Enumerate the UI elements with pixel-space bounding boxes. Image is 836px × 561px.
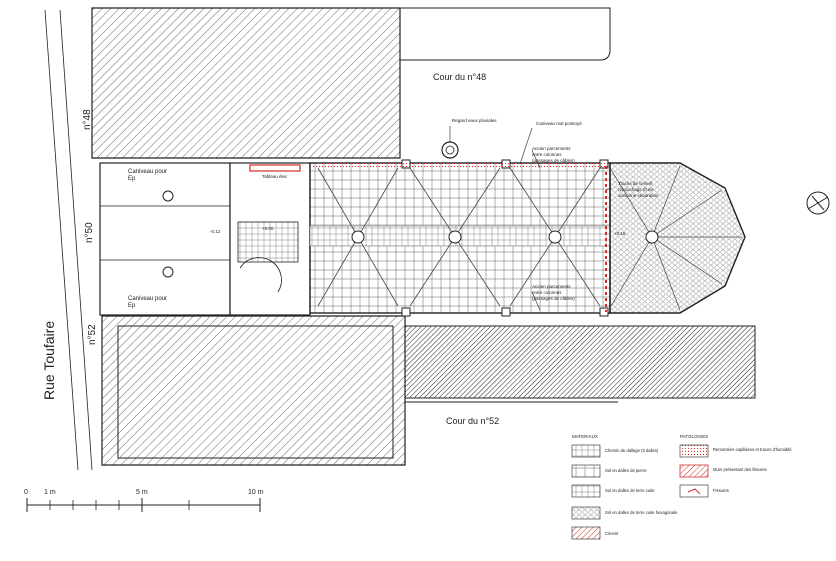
scale-label-10m: 10 m [248,489,264,496]
building-52 [101,315,406,466]
street-number-48: n°48 [82,109,93,130]
annotation-caniveau-bottom-1: Caniveau pour [128,296,167,302]
scale-bar: 0 1 m 5 m 10 m [24,489,264,512]
annotation-traces-2: rebouchage d'une [618,187,654,192]
annotation-traces-1: Traces de ciment [618,181,653,186]
annotation-caniveau-top-1: Caniveau pour [128,169,167,175]
street-name: Rue Toufaire [41,321,57,400]
annotation-ancien-top-2: entre colonnes [532,152,562,157]
apse-keystone [645,230,659,244]
annotation-regard: Regard eaux pluviales [452,118,497,123]
legend-swatch-terre-cuite [571,484,601,498]
annotation-caniveau-top-2: Ep [128,176,136,182]
legend-swatch-pierre [571,464,601,478]
annotation-caniveau-bottom-2: Ep [128,303,136,309]
legend-swatch-ciment [571,526,601,540]
courtyard-48-wall [400,7,611,61]
level-3: +0.16 [614,231,626,236]
legend-swatch-dallage [571,444,601,458]
scale-label-0: 0 [24,489,28,496]
annotation-ancien-top-1: Ancien parcements [532,146,571,151]
building-52-inner [117,325,394,459]
annotation-caniveau-mal: Caniveau mal pointoyé [536,121,582,126]
courtyard-48-label: Cour du n°48 [433,72,486,82]
street-edge-left [44,9,79,471]
legend-item-2: Sol en dalles de pierre [605,468,647,473]
humidity-band [312,163,610,168]
legend-materiaux-title: MATERIAUX [572,434,598,439]
street-number-50: n°50 [84,222,95,243]
apse [609,162,746,314]
legend-swatch-murs-fissures [679,464,709,478]
annotation-ancien-bottom-1: Ancien parcements [532,284,571,289]
level-1: -0.12 [210,229,221,234]
legend-swatch-fissures [679,484,709,498]
legend-path-1: Remontées capillaires et traces d'humidi… [713,447,792,452]
column-bottom [162,266,174,278]
street-edge-right [59,9,93,471]
legend-item-1: Chemin de dallage (3 dalles) [605,448,659,453]
legend-pathologies-title: PATOLOGIES [680,434,708,439]
stair-curve [239,257,282,293]
legend-swatch-humidite [679,444,709,458]
legend-path-3: Fissures [713,488,729,493]
legend-item-3: Sol en dalles de terre cuite [605,488,655,493]
scale-label-5m: 5 m [136,489,148,496]
annex-block [404,325,756,399]
street-number-52: n°52 [87,324,98,345]
level-2: +0.00 [262,226,274,231]
entry-hall [99,162,231,316]
keystone-3 [548,230,562,244]
scale-label-1m: 1 m [44,489,56,496]
legend-item-4: Sol en dalles de terre cuite hexagonale [605,510,678,515]
apse-ribs [609,165,742,311]
column-top [162,190,174,202]
keystone-2 [448,230,462,244]
legend-swatch-hexagonale [571,506,601,520]
electrical-panel [249,164,301,172]
drain-inspection [441,141,459,159]
keystone-1 [351,230,365,244]
legend-item-5: Ciment [605,531,619,536]
legend-path-2: Murs présentant des fissures [713,467,767,472]
legend: MATERIAUX Chemin de dallage (3 dalles) S… [571,434,792,540]
annotation-ancien-top-3: (passages de câbles) [532,158,575,163]
courtyard-52-label: Cour du n°52 [446,416,499,426]
leader-lines [449,126,613,311]
north-compass [806,191,830,215]
building-48 [91,7,401,159]
annotation-ancien-bottom-3: (passages de câbles) [532,296,575,301]
annotation-ancien-bottom-2: entre colonnes [532,290,562,295]
service-room-floor [237,221,299,263]
annotation-tableau: Tableau élec [262,174,288,179]
annotation-traces-3: ancienne séparation [618,193,659,198]
